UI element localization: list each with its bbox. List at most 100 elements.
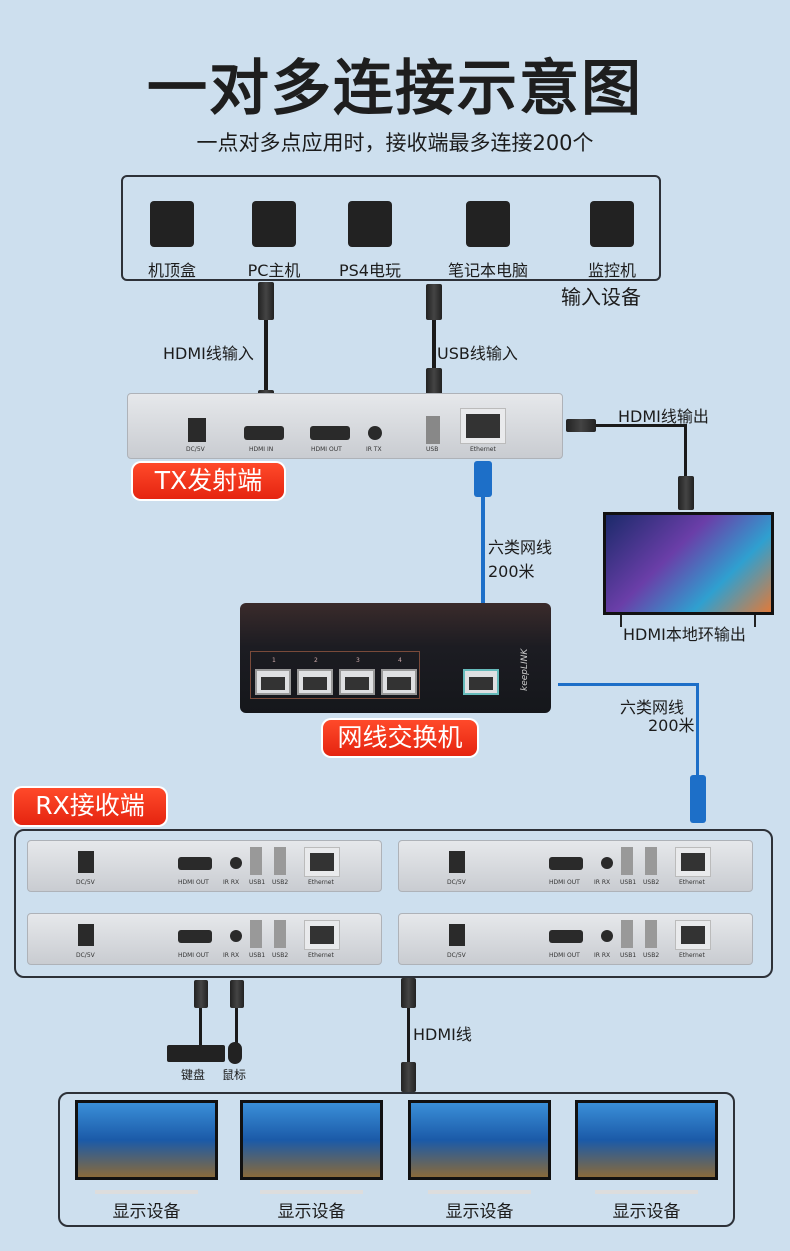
- port-label: USB1: [249, 879, 266, 886]
- port-label: IR RX: [594, 879, 611, 886]
- keyboard-icon: [167, 1045, 225, 1062]
- port-label: HDMI OUT: [311, 446, 342, 453]
- port-label: USB2: [643, 952, 660, 959]
- input-devices-panel: 机顶盒 PC主机 PS4电玩 笔记本电脑 监控机: [121, 175, 661, 281]
- hdmi-cable-label: HDMI线: [413, 1025, 472, 1044]
- switch-brand: keepLINK: [520, 648, 530, 691]
- display-label: 显示设备: [112, 1202, 181, 1222]
- port-label: HDMI OUT: [549, 952, 580, 959]
- input-device-label: PC主机: [247, 261, 301, 280]
- port-label: HDMI OUT: [178, 952, 209, 959]
- display-label: 显示设备: [612, 1202, 681, 1222]
- mouse-label: 鼠标: [222, 1068, 247, 1082]
- rx-receiver-device: DC/5V HDMI OUT IR RX USB1 USB2 Ethernet: [398, 840, 753, 892]
- rx-receiver-device: DC/5V HDMI OUT IR RX USB1 USB2 Ethernet: [398, 913, 753, 965]
- cat6-length-label: 200米: [648, 716, 695, 735]
- port-label: HDMI OUT: [549, 879, 580, 886]
- port-label: IR RX: [223, 879, 240, 886]
- monitor-stand: [95, 1190, 198, 1194]
- port-number: 1: [272, 657, 276, 664]
- input-device-label: 监控机: [587, 261, 636, 280]
- monitor-stand: [748, 615, 756, 627]
- cat6-length-label: 六类网线: [488, 538, 553, 557]
- hdmi-output-cable: [684, 424, 687, 484]
- cat6-cable: [696, 683, 699, 783]
- hdmi-input-label: HDMI线输入: [163, 344, 254, 363]
- page-subtitle: 一点对多点应用时，接收端最多连接200个: [196, 131, 594, 155]
- rx-receivers-panel: [14, 829, 773, 978]
- display-label: 显示设备: [277, 1202, 346, 1222]
- local-monitor: [603, 512, 774, 615]
- rx-label-tag: RX接收端: [14, 788, 166, 825]
- hdmi-cable: [407, 990, 410, 1090]
- hdmi-output-cable: [590, 424, 686, 427]
- port-number: 2: [314, 657, 318, 664]
- usb-plug: [230, 980, 244, 1008]
- hdmi-output-label: HDMI线输出: [618, 407, 709, 426]
- port-label: HDMI IN: [249, 446, 274, 453]
- tx-transmitter-device: DC/5V HDMI IN HDMI OUT IR TX USB Etherne…: [127, 393, 563, 459]
- game-console-icon: [340, 187, 400, 251]
- port-label: Ethernet: [308, 879, 334, 886]
- page-title: 一对多连接示意图: [147, 54, 643, 124]
- rj45-plug: [474, 461, 492, 497]
- port-label: Ethernet: [308, 952, 334, 959]
- switch-label-tag: 网线交换机: [323, 720, 477, 756]
- network-switch: 1 2 3 4 keepLINK: [240, 603, 551, 713]
- port-label: DC/5V: [447, 879, 466, 886]
- port-label: Ethernet: [679, 952, 705, 959]
- port-label: Ethernet: [679, 879, 705, 886]
- usb-input-cable: [432, 300, 436, 400]
- port-label: USB: [426, 446, 439, 453]
- hdmi-plug: [678, 476, 694, 510]
- rj45-plug: [690, 775, 706, 823]
- local-loop-label: HDMI本地环输出: [623, 625, 746, 644]
- usb-input-label: USB线输入: [437, 344, 518, 363]
- monitor-stand: [260, 1190, 363, 1194]
- input-devices-label: 输入设备: [561, 285, 641, 309]
- cat6-cable: [558, 683, 698, 686]
- usb-plug: [194, 980, 208, 1008]
- port-number: 4: [398, 657, 402, 664]
- display-monitor: [75, 1100, 218, 1185]
- port-label: IR RX: [223, 952, 240, 959]
- hdmi-plug: [258, 282, 274, 320]
- display-label: 显示设备: [445, 1202, 514, 1222]
- port-label: IR TX: [366, 446, 382, 453]
- port-label: DC/5V: [76, 952, 95, 959]
- hdmi-plug: [401, 1062, 416, 1092]
- port-label: USB1: [249, 952, 266, 959]
- port-label: USB2: [643, 879, 660, 886]
- pc-tower-icon: [244, 187, 304, 251]
- port-label: USB1: [620, 952, 637, 959]
- mouse-icon: [228, 1042, 242, 1064]
- laptop-icon: [458, 187, 518, 251]
- cat6-length-label: 200米: [488, 562, 535, 581]
- cctv-camera-icon: [582, 187, 642, 251]
- input-device-label: 机顶盒: [147, 261, 196, 280]
- display-monitor: [575, 1100, 718, 1185]
- port-label: Ethernet: [470, 446, 496, 453]
- port-label: DC/5V: [76, 879, 95, 886]
- monitor-stand: [620, 615, 628, 627]
- hdmi-input-cable: [264, 300, 268, 420]
- port-label: HDMI OUT: [178, 879, 209, 886]
- port-label: IR RX: [594, 952, 611, 959]
- cat6-cable: [481, 461, 485, 665]
- keyboard-label: 键盘: [181, 1068, 206, 1082]
- monitor-stand: [428, 1190, 531, 1194]
- port-label: DC/5V: [447, 952, 466, 959]
- port-number: 3: [356, 657, 360, 664]
- port-label: DC/5V: [186, 446, 205, 453]
- router-icon: [142, 187, 202, 251]
- input-device-label: PS4电玩: [339, 261, 401, 280]
- monitor-stand: [595, 1190, 698, 1194]
- usb-cable: [235, 990, 238, 1045]
- cat6-length-label: 六类网线: [620, 698, 685, 717]
- displays-panel: [58, 1092, 735, 1227]
- input-device-label: 笔记本电脑: [447, 261, 528, 280]
- usb-plug: [426, 284, 442, 320]
- port-label: USB1: [620, 879, 637, 886]
